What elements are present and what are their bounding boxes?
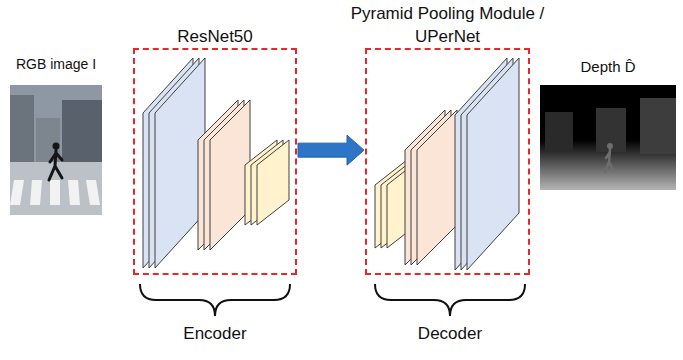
image-caption: RGB image I	[4, 54, 108, 73]
crosswalk-stripe	[10, 180, 24, 205]
image-caption: Depth D̂	[536, 56, 680, 76]
block-title: Pyramid Pooling Module / UPerNet	[343, 2, 553, 48]
encoder-box: ResNet50	[133, 48, 297, 275]
curly-brace	[140, 284, 290, 316]
depth-background	[540, 85, 676, 190]
encoder-label: Encoder	[135, 324, 295, 344]
crosswalk-stripe	[68, 180, 80, 205]
rgb-photo	[10, 85, 102, 215]
depth-pedestrian	[605, 149, 614, 172]
output-depth: Depth D̂	[536, 56, 680, 192]
feature-map	[210, 100, 250, 250]
photo-building	[10, 95, 34, 167]
depth-building	[545, 112, 573, 152]
pedestrian-body	[49, 150, 62, 180]
flow-arrow	[298, 135, 364, 165]
block-title: ResNet50	[110, 25, 320, 48]
decoder-layers	[375, 58, 519, 270]
decoder-label: Decoder	[370, 324, 530, 344]
pedestrian-head	[53, 143, 60, 150]
feature-map	[257, 140, 289, 225]
decoder-box: Pyramid Pooling Module / UPerNet	[365, 48, 530, 275]
encoder-layers	[143, 58, 289, 268]
depth-building	[640, 98, 676, 154]
depth-map	[540, 85, 676, 190]
feature-map	[467, 58, 519, 270]
input-image: RGB image I	[4, 54, 108, 217]
depth-building	[596, 108, 626, 152]
crosswalk-stripe	[30, 180, 42, 205]
curly-brace	[375, 284, 525, 316]
photo-building	[62, 100, 102, 166]
photo-sky	[10, 85, 102, 215]
crosswalk-stripe	[86, 180, 100, 205]
feature-map	[417, 110, 457, 265]
crosswalk-stripe	[50, 180, 60, 205]
